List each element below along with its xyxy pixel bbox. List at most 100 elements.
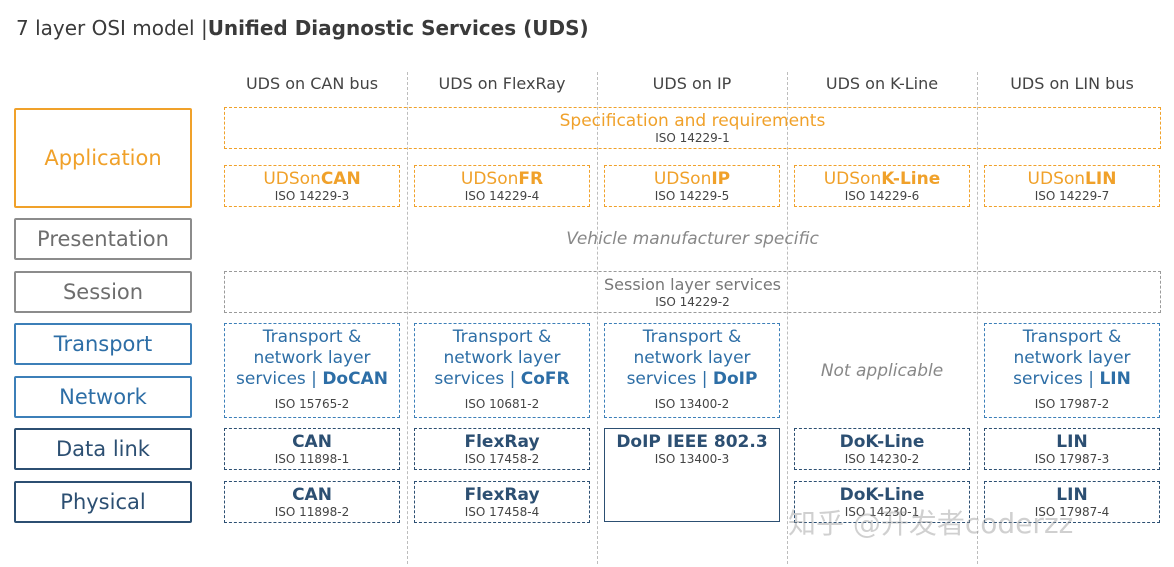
doip-line1: Transport & [642,327,742,347]
watermark: 知乎 @开发者coderzz [788,507,1074,540]
udsonlin-box: UDSonLIN ISO 14229-7 [984,165,1160,207]
datalink-flexray-name: FlexRay [464,432,540,452]
docan-line3: services | [236,369,323,389]
column-header-lin: UDS on LIN bus [1010,74,1134,93]
datalink-lin-name: LIN [1056,432,1088,452]
cofr-line3: services | [434,369,521,389]
lin-tp-bold: LIN [1099,369,1131,389]
layer-physical: Physical [14,481,192,523]
physical-flexray-iso: ISO 17458-4 [464,505,540,519]
session-label: Session layer services [603,275,781,294]
title-bold: Unified Diagnostic Services (UDS) [207,16,589,40]
udsonfr-box: UDSonFR ISO 14229-4 [414,165,590,207]
datalink-kline-name: DoK-Line [839,432,925,452]
docan-iso: ISO 15765-2 [274,397,350,411]
column-divider [407,72,408,564]
datalink-can-box: CAN ISO 11898-1 [224,428,400,470]
physical-flexray-box: FlexRay ISO 17458-4 [414,481,590,523]
layer-presentation: Presentation [14,218,192,260]
udsonkline-prefix: UDSon [823,169,882,189]
udsoncan-box: UDSonCAN ISO 14229-3 [224,165,400,207]
datalink-doip-box: DoIP IEEE 802.3 ISO 13400-3 [604,428,780,522]
udsonlin-bold: LIN [1085,169,1117,189]
physical-can-iso: ISO 11898-2 [274,505,350,519]
column-divider [787,72,788,564]
column-divider [597,72,598,564]
udsonkline-iso: ISO 14229-6 [844,189,920,203]
presentation-row: Vehicle manufacturer specific [224,224,1161,254]
datalink-flexray-box: FlexRay ISO 17458-2 [414,428,590,470]
udsoncan-prefix: UDSon [263,169,321,189]
application-spec-label: Specification and requirements [559,111,826,131]
kline-not-applicable: Not applicable [794,323,970,418]
udsonfr-bold: FR [518,169,544,189]
udsonfr-iso: ISO 14229-4 [464,189,540,203]
doip-line3: services | [626,369,713,389]
udsonip-bold: IP [711,169,731,189]
udsonip-box: UDSonIP ISO 14229-5 [604,165,780,207]
physical-lin-name: LIN [1056,485,1088,505]
physical-lin-box: LIN ISO 17987-4 [984,481,1160,523]
lin-tp-line1: Transport & [1022,327,1122,347]
udsonip-iso: ISO 14229-5 [654,189,730,203]
title-prefix: 7 layer OSI model | [16,16,208,40]
datalink-kline-box: DoK-Line ISO 14230-2 [794,428,970,470]
udsoncan-iso: ISO 14229-3 [274,189,350,203]
udsonfr-prefix: UDSon [460,169,519,189]
datalink-doip-name: DoIP IEEE 802.3 [616,432,768,452]
not-applicable-text: Not applicable [820,360,944,381]
datalink-doip-iso: ISO 13400-3 [654,452,730,466]
docan-line2: network layer [253,348,371,368]
layer-data-link: Data link [14,428,192,470]
physical-can-box: CAN ISO 11898-2 [224,481,400,523]
cofr-line1: Transport & [452,327,552,347]
cofr-iso: ISO 10681-2 [464,397,540,411]
page-title: 7 layer OSI model |Unified Diagnostic Se… [16,16,589,40]
datalink-lin-box: LIN ISO 17987-3 [984,428,1160,470]
layer-application: Application [14,108,192,208]
column-header-can: UDS on CAN bus [245,74,379,93]
lin-tp-box: Transport & network layer services | LIN… [984,323,1160,418]
column-header-ip: UDS on IP [652,74,732,93]
layer-transport: Transport [14,323,192,365]
doip-bold: DoIP [712,369,758,389]
physical-kline-iso: ISO 14230-1 [844,505,920,519]
lin-tp-line2: network layer [1013,348,1131,368]
udsonlin-prefix: UDSon [1027,169,1086,189]
application-spec-box: Specification and requirements ISO 14229… [224,107,1161,149]
physical-kline-box: DoK-Line ISO 14230-1 [794,481,970,523]
docan-box: Transport & network layer services | DoC… [224,323,400,418]
datalink-flexray-iso: ISO 17458-2 [464,452,540,466]
datalink-can-name: CAN [292,432,332,452]
application-spec-iso: ISO 14229-1 [655,131,730,145]
session-box: Session layer services ISO 14229-2 [224,271,1161,313]
column-header-flexray: UDS on FlexRay [438,74,566,93]
cofr-bold: CoFR [520,369,570,389]
docan-line1: Transport & [262,327,362,347]
column-header-kline: UDS on K-Line [825,74,939,93]
layer-network: Network [14,376,192,418]
doip-line2: network layer [633,348,751,368]
udsonlin-iso: ISO 14229-7 [1034,189,1110,203]
lin-tp-line3: services | [1013,369,1100,389]
layer-session: Session [14,271,192,313]
cofr-line2: network layer [443,348,561,368]
datalink-kline-iso: ISO 14230-2 [844,452,920,466]
column-divider [977,72,978,564]
docan-bold: DoCAN [322,369,388,389]
doip-box: Transport & network layer services | DoI… [604,323,780,418]
physical-lin-iso: ISO 17987-4 [1034,505,1110,519]
udsonkline-box: UDSonK-Line ISO 14229-6 [794,165,970,207]
udsonkline-bold: K-Line [881,169,941,189]
udsonip-prefix: UDSon [653,169,712,189]
lin-tp-iso: ISO 17987-2 [1034,397,1110,411]
session-iso: ISO 14229-2 [655,295,730,309]
doip-iso: ISO 13400-2 [654,397,730,411]
presentation-text: Vehicle manufacturer specific [566,229,819,249]
physical-can-name: CAN [292,485,332,505]
physical-kline-name: DoK-Line [839,485,925,505]
physical-flexray-name: FlexRay [464,485,540,505]
datalink-lin-iso: ISO 17987-3 [1034,452,1110,466]
cofr-box: Transport & network layer services | CoF… [414,323,590,418]
udsoncan-bold: CAN [320,169,361,189]
